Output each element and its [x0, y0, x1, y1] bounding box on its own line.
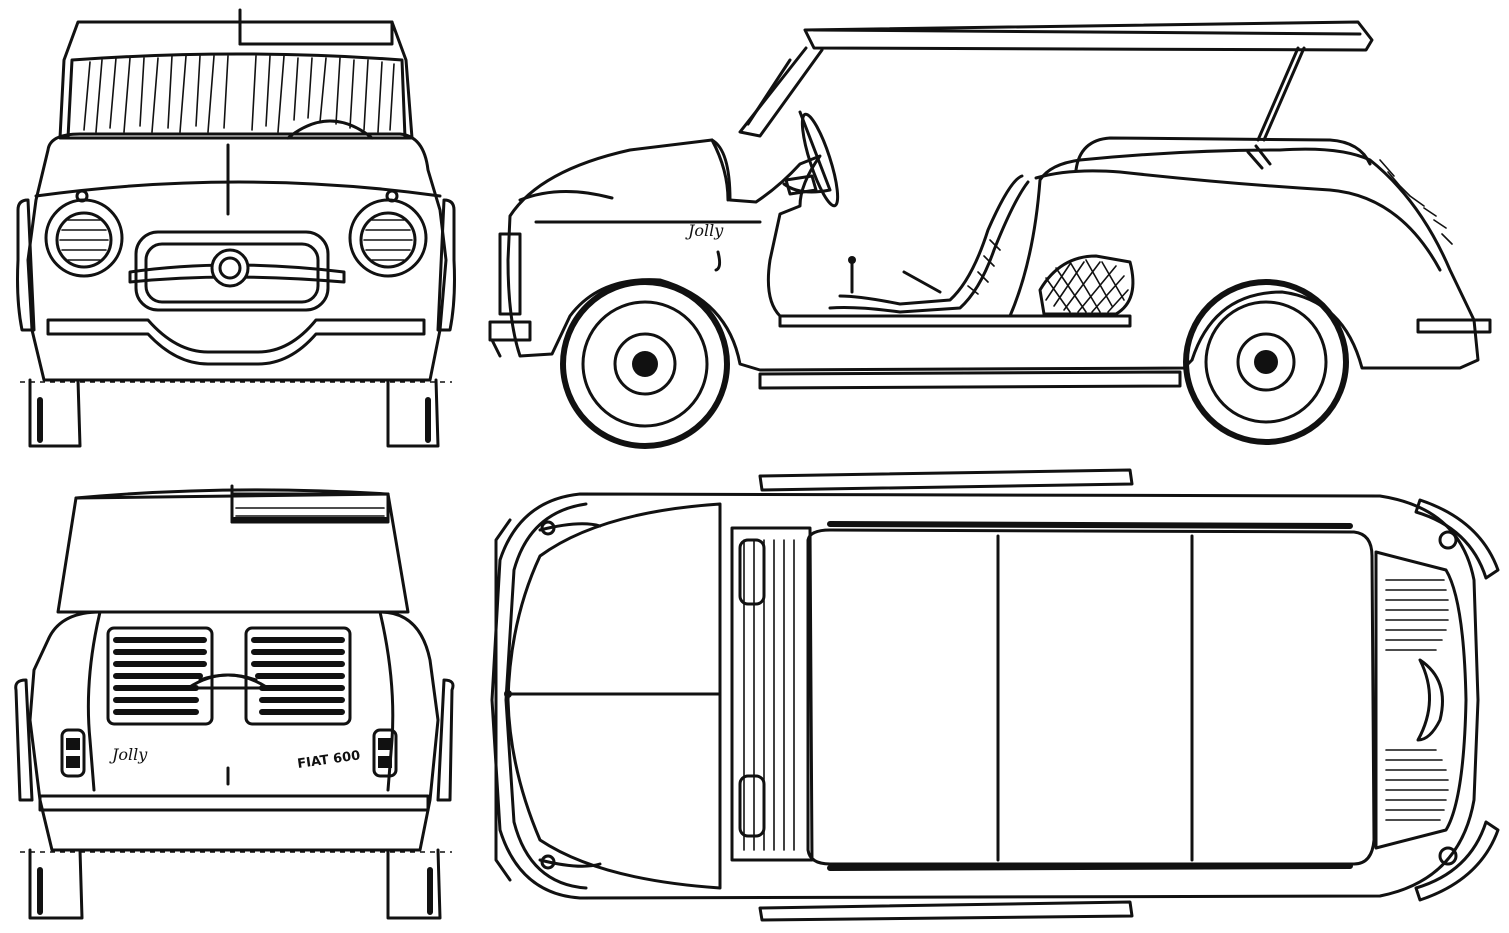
side-script-badge: Jolly	[685, 221, 724, 240]
front-view	[16, 8, 456, 448]
rear-view: Jolly FIAT 600	[14, 484, 455, 920]
front-headlamp-left	[44, 189, 124, 278]
top-engine-deck	[1374, 550, 1468, 850]
rear-script-badge: Jolly	[109, 745, 148, 764]
top-canopy	[806, 528, 1376, 866]
front-headlamp-right	[348, 189, 428, 278]
front-grille	[128, 230, 346, 312]
side-rear-wheel	[1183, 279, 1349, 445]
rear-model-badge: FIAT 600	[296, 748, 361, 772]
rear-engine-grille	[106, 626, 352, 726]
windshield-hatching	[83, 55, 395, 133]
top-view	[490, 468, 1500, 922]
side-view: Jolly	[488, 20, 1492, 449]
side-front-wheel	[560, 279, 730, 449]
